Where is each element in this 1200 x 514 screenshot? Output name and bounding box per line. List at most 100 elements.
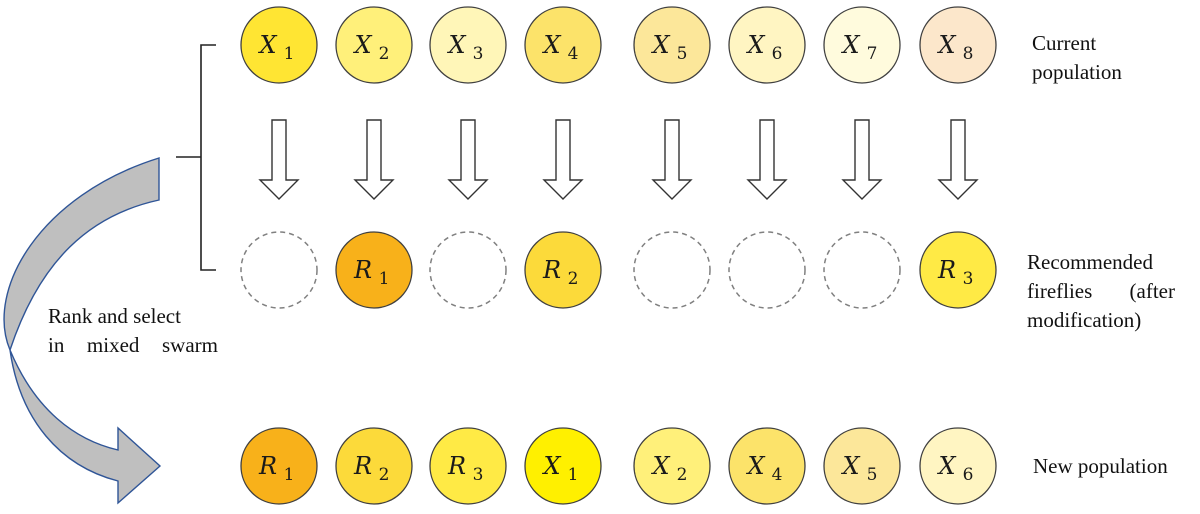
- down-arrow-1: [258, 119, 300, 200]
- node-label: X: [257, 31, 277, 59]
- node-label: X: [745, 31, 765, 59]
- firefly-circle: [524, 231, 602, 309]
- node-subscript: 1: [284, 465, 295, 485]
- down-arrow-8: [937, 119, 979, 200]
- node-subscript: 4: [568, 44, 579, 64]
- node-subscript: 6: [772, 44, 783, 64]
- down-arrow-7: [841, 119, 883, 200]
- node-label: X: [650, 31, 670, 59]
- firefly-circle: [524, 6, 602, 84]
- node-label: X: [352, 31, 372, 59]
- firefly-circle: [728, 427, 806, 505]
- node-label: X: [936, 452, 956, 480]
- recommended-empty-slot-5: [633, 231, 711, 309]
- firefly-circle: [240, 427, 318, 505]
- node-subscript: 3: [473, 465, 484, 485]
- node-label: R: [447, 452, 466, 480]
- node-label: R: [258, 452, 277, 480]
- firefly-circle: [919, 231, 997, 309]
- node-subscript: 1: [379, 269, 390, 289]
- firefly-circle: [335, 427, 413, 505]
- recommended-empty-slot-7: [823, 231, 901, 309]
- recommended-empty-slot-1: [240, 231, 318, 309]
- node-label: X: [840, 31, 860, 59]
- row-bracket: [176, 44, 216, 271]
- firefly-circle: [524, 427, 602, 505]
- node-label: R: [937, 256, 956, 284]
- firefly-circle: [823, 6, 901, 84]
- firefly-circle: [429, 427, 507, 505]
- node-subscript: 5: [867, 465, 878, 485]
- node-subscript: 2: [568, 269, 579, 289]
- node-subscript: 5: [677, 44, 688, 64]
- recommended-empty-slot-3: [429, 231, 507, 309]
- down-arrow-5: [651, 119, 693, 200]
- node-label: X: [541, 452, 561, 480]
- firefly-circle: [728, 6, 806, 84]
- node-label: X: [936, 31, 956, 59]
- firefly-circle: [335, 6, 413, 84]
- firefly-circle: [919, 6, 997, 84]
- firefly-circle: [429, 6, 507, 84]
- node-subscript: 3: [473, 44, 484, 64]
- modification-arrows: [258, 119, 979, 200]
- node-subscript: 2: [677, 465, 688, 485]
- node-subscript: 1: [568, 465, 579, 485]
- node-subscript: 6: [963, 465, 974, 485]
- down-arrow-3: [447, 119, 489, 200]
- firefly-circle: [335, 231, 413, 309]
- firefly-circle: [919, 427, 997, 505]
- node-label: R: [353, 256, 372, 284]
- node-subscript: 8: [963, 44, 974, 64]
- new-population-label: New population: [1033, 454, 1168, 478]
- node-label: X: [745, 452, 765, 480]
- firefly-circle: [633, 6, 711, 84]
- node-subscript: 2: [379, 44, 390, 64]
- firefly-circle: [240, 6, 318, 84]
- firefly-circle: [633, 427, 711, 505]
- node-subscript: 1: [284, 44, 295, 64]
- node-subscript: 2: [379, 465, 390, 485]
- node-label: X: [840, 452, 860, 480]
- recommended-empty-slot-6: [728, 231, 806, 309]
- rank-select-arrow: [3, 157, 162, 505]
- node-label: X: [541, 31, 561, 59]
- node-label: X: [650, 452, 670, 480]
- node-subscript: 4: [772, 465, 783, 485]
- node-subscript: 7: [867, 44, 878, 64]
- firefly-circle: [823, 427, 901, 505]
- rank-select-label: Rank and select in mixed swarm: [48, 304, 218, 357]
- node-subscript: 3: [963, 269, 974, 289]
- node-label: X: [446, 31, 466, 59]
- node-label: R: [542, 256, 561, 284]
- node-label: R: [353, 452, 372, 480]
- down-arrow-6: [746, 119, 788, 200]
- down-arrow-2: [353, 119, 395, 200]
- down-arrow-4: [542, 119, 584, 200]
- current-population-label: Current population: [1032, 31, 1122, 84]
- recommended-fireflies-label: Recommended fireflies (after modificatio…: [1027, 250, 1175, 332]
